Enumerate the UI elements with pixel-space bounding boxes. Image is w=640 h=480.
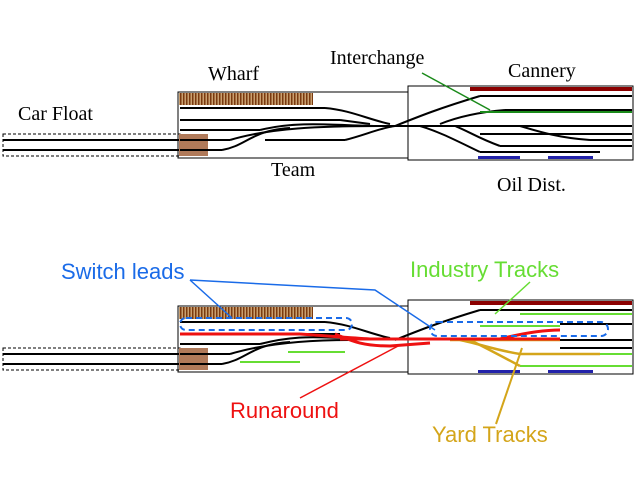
right-module-outline bbox=[407, 85, 634, 161]
cannery-bar-2 bbox=[470, 301, 632, 305]
car-float bbox=[2, 133, 181, 157]
team-label: Team bbox=[271, 159, 316, 181]
car-float-label: Car Float bbox=[18, 103, 93, 125]
car-float-2 bbox=[2, 347, 181, 371]
cannery-label: Cannery bbox=[508, 60, 576, 82]
interchange-leader bbox=[421, 72, 491, 111]
oil-bar-2 bbox=[548, 156, 593, 159]
team-pad bbox=[179, 134, 208, 156]
team-pad-2 bbox=[179, 348, 208, 370]
oil-bar-4 bbox=[548, 370, 593, 373]
interchange-label: Interchange bbox=[330, 47, 425, 69]
wharf-deck-2 bbox=[179, 307, 313, 319]
runaround-label: Runaround bbox=[230, 398, 339, 423]
runaround-lines bbox=[180, 328, 561, 348]
switch-leads-loops bbox=[179, 317, 609, 337]
wharf-deck bbox=[179, 93, 313, 105]
industry-tracks-lines bbox=[240, 313, 632, 367]
oil-dist-label: Oil Dist. bbox=[497, 174, 566, 196]
oil-bar-1 bbox=[478, 156, 520, 159]
top-track-network bbox=[180, 95, 632, 153]
right-module-outline-2 bbox=[407, 299, 634, 375]
wharf-label: Wharf bbox=[208, 63, 259, 85]
switch-leads-label: Switch leads bbox=[61, 259, 185, 284]
industry-tracks-label: Industry Tracks bbox=[410, 257, 559, 282]
yard-tracks-label: Yard Tracks bbox=[432, 422, 548, 447]
top-plan: Car Float Wharf Interchange Cannery Team… bbox=[2, 47, 634, 196]
yard-tracks-lines bbox=[450, 338, 600, 368]
cannery-bar bbox=[470, 87, 632, 91]
callout-leaders bbox=[189, 279, 531, 425]
oil-bar-3 bbox=[478, 370, 520, 373]
bottom-plan: Switch leads Industry Tracks Runaround Y… bbox=[2, 257, 634, 447]
